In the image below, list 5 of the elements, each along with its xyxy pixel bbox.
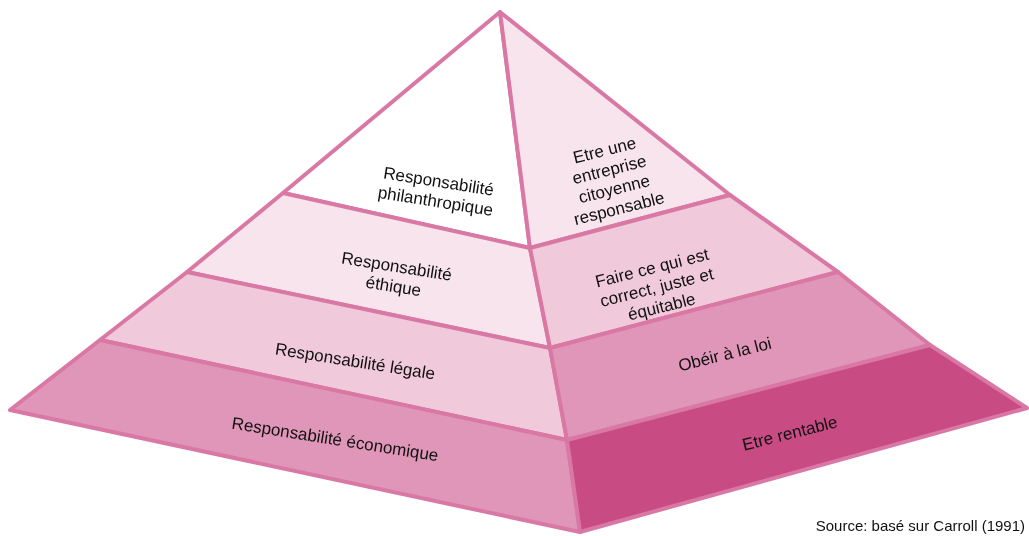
- source-note: Source: basé sur Carroll (1991): [815, 517, 1025, 534]
- face-label: Obéir à la loi: [675, 332, 775, 378]
- pyramid-face: [10, 340, 580, 532]
- face-label: Faire ce qui est correct, juste et équitable: [592, 243, 717, 327]
- face-label: Etre rentable: [739, 411, 841, 457]
